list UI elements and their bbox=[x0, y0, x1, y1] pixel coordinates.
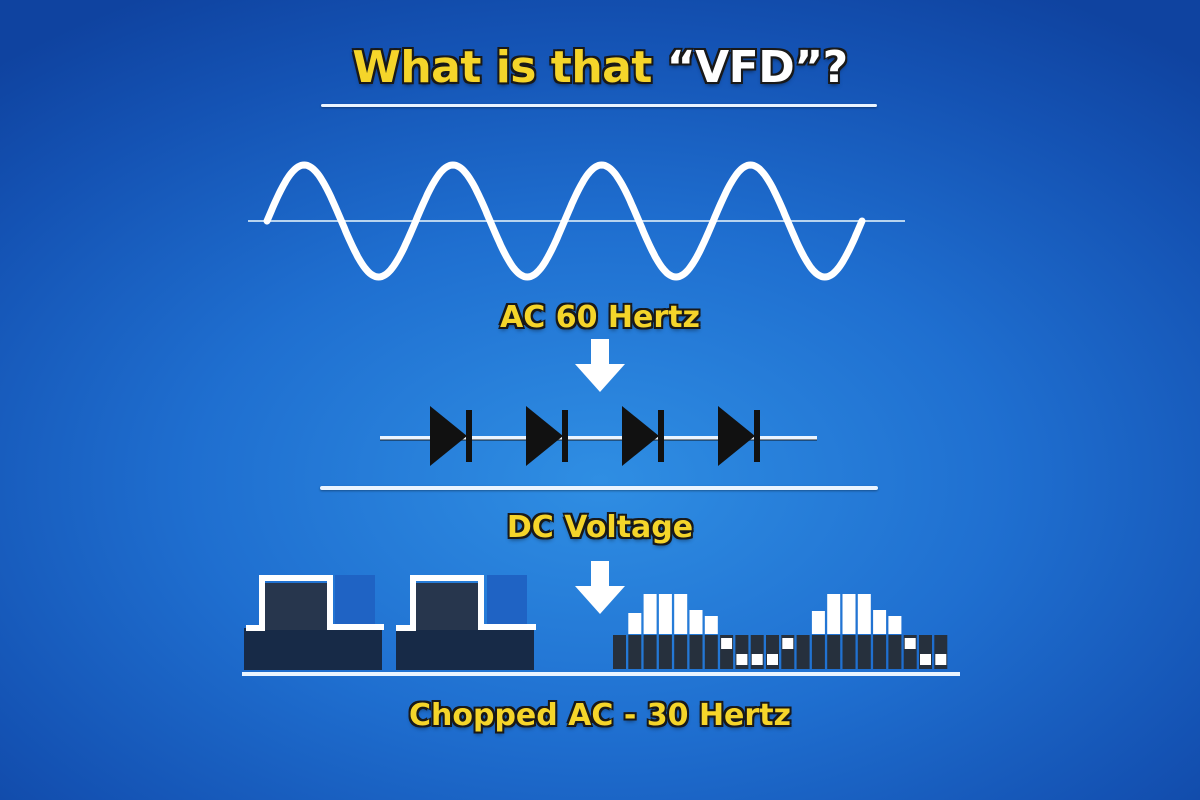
pwm-square bbox=[920, 654, 931, 665]
pwm-bar-top bbox=[827, 594, 841, 634]
down-arrow-icon bbox=[575, 561, 625, 614]
pwm-bar bbox=[658, 635, 672, 669]
pwm-bars bbox=[613, 594, 948, 669]
pwm-bar bbox=[857, 635, 871, 669]
pwm-bar-top bbox=[658, 594, 672, 634]
pwm-square bbox=[751, 654, 763, 665]
pwm-square bbox=[736, 654, 748, 665]
pwm-bar bbox=[628, 635, 642, 669]
pwm-square bbox=[767, 654, 778, 665]
dc-pulse-block bbox=[244, 575, 384, 670]
pwm-bar-top bbox=[888, 616, 902, 634]
pwm-bar bbox=[888, 635, 902, 669]
dc-label: DC Voltage bbox=[506, 510, 694, 545]
down-arrow-icon bbox=[575, 339, 625, 392]
pwm-bar-top bbox=[628, 613, 642, 634]
pwm-bar bbox=[811, 635, 825, 669]
title-prefix: What is that bbox=[352, 42, 667, 93]
pwm-bar-top bbox=[643, 594, 657, 634]
pwm-bar bbox=[643, 635, 657, 669]
pwm-bar bbox=[613, 635, 626, 669]
pwm-bar bbox=[689, 635, 703, 669]
diode-icon bbox=[622, 406, 664, 466]
pwm-square bbox=[904, 638, 916, 649]
diode-icon bbox=[718, 406, 760, 466]
pwm-square bbox=[782, 638, 794, 649]
pwm-bar bbox=[827, 635, 841, 669]
pwm-square bbox=[721, 638, 733, 649]
pwm-bar-top bbox=[873, 610, 887, 634]
pwm-bar-top bbox=[842, 594, 856, 634]
ac-sine-wave bbox=[263, 161, 866, 281]
title-highlight: “VFD”? bbox=[666, 42, 849, 93]
pwm-bar bbox=[796, 635, 810, 669]
pwm-bar bbox=[674, 635, 688, 669]
chopped-label: Chopped AC - 30 Hertz bbox=[408, 698, 792, 733]
pwm-bar-top bbox=[689, 610, 703, 634]
pwm-bar-top bbox=[811, 611, 825, 634]
pwm-bar bbox=[873, 635, 887, 669]
diode-icon bbox=[526, 406, 568, 466]
pwm-bar-top bbox=[704, 616, 718, 634]
ac-label: AC 60 Hertz bbox=[500, 300, 700, 335]
pwm-bar-top bbox=[857, 594, 871, 634]
separator-line bbox=[320, 486, 878, 490]
diode-chain bbox=[380, 406, 817, 466]
page-title: What is that “VFD”? bbox=[0, 42, 1200, 93]
diode-icon bbox=[430, 406, 472, 466]
pwm-square bbox=[935, 654, 947, 665]
pwm-bar bbox=[704, 635, 718, 669]
dc-pulse-block bbox=[396, 575, 536, 670]
pwm-bar bbox=[842, 635, 856, 669]
pwm-bar-top bbox=[674, 594, 688, 634]
title-underline bbox=[321, 104, 877, 107]
